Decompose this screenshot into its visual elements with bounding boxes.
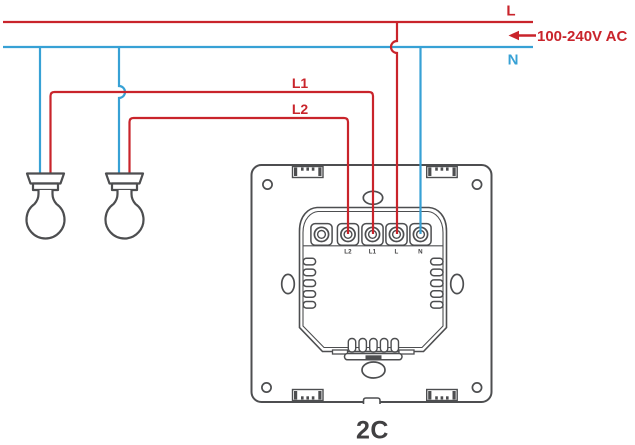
comb-slot xyxy=(390,337,400,353)
switch-module-body xyxy=(298,206,448,353)
device-caption: 2C xyxy=(356,417,389,445)
terminal-label-l1: L1 xyxy=(369,249,377,256)
vent-slot xyxy=(429,289,444,299)
screw-hole-bottom-left xyxy=(261,382,272,393)
l2-wire xyxy=(128,116,350,234)
terminal-strip xyxy=(310,222,432,246)
vents-right xyxy=(429,257,444,309)
vent-slot xyxy=(302,257,317,266)
screw-holes xyxy=(261,179,483,393)
clip-end-bar xyxy=(294,167,298,176)
vent-slot xyxy=(302,300,317,309)
vent-slot xyxy=(429,257,444,266)
bottom-bar-latch xyxy=(365,355,382,360)
bottom-wing-left xyxy=(331,349,349,355)
module-bottom-details xyxy=(331,337,415,379)
screw-hole-bottom-right xyxy=(471,382,483,393)
smart-switch-device xyxy=(250,164,493,404)
light-bulb-1 xyxy=(25,172,66,240)
voltage-arrow-icon xyxy=(508,30,536,41)
l1-wire-label: L1 xyxy=(292,75,309,91)
bulb-socket-cap xyxy=(104,172,145,185)
arrow-head xyxy=(508,30,519,41)
neutral-line-label: N xyxy=(508,52,519,69)
screw-hole-top-right xyxy=(471,179,483,190)
live-line-label: L xyxy=(506,3,515,20)
mounting-clip-bottom-right xyxy=(426,388,458,402)
vent-slot xyxy=(302,289,317,299)
comb-slot xyxy=(369,337,378,353)
terminal-label-l: L xyxy=(395,249,399,256)
switch-module-inner-line xyxy=(302,210,444,349)
mounting-clip-top-right xyxy=(426,165,458,179)
mounting-clip-body xyxy=(291,165,324,179)
l2-wire-label: L2 xyxy=(292,101,309,117)
plate-bottom-notch xyxy=(362,397,381,404)
vent-slot xyxy=(429,279,444,288)
comb-slot xyxy=(347,337,357,353)
vent-slot xyxy=(429,268,444,277)
terminal-port xyxy=(313,226,330,243)
bulb-glass xyxy=(104,190,145,240)
neutral-wire-bulb2-with-hop xyxy=(117,47,127,175)
vents-left xyxy=(302,257,317,309)
comb-slot xyxy=(358,337,368,353)
vent-slot xyxy=(302,279,317,288)
terminal-labels: L2 L1 L N xyxy=(344,249,423,256)
clip-tooth xyxy=(301,167,304,171)
terminal-label-l2: L2 xyxy=(344,249,352,256)
bulb-socket-cap xyxy=(25,172,66,185)
live-drop-to-switch-with-hop xyxy=(389,22,399,234)
plate-oval-bottom xyxy=(361,361,386,379)
wiring xyxy=(3,20,533,234)
mounting-clip-bottom-left xyxy=(291,388,324,402)
vent-slot xyxy=(302,268,317,277)
clip-tooth xyxy=(311,167,315,171)
plate-oval-left xyxy=(280,273,296,295)
bulb-socket-band xyxy=(110,182,139,192)
vent-slot xyxy=(429,300,444,309)
plate-oval-right xyxy=(449,273,465,295)
bottom-wing-right xyxy=(398,349,415,355)
bulb-glass xyxy=(25,190,66,240)
terminal-label-n: N xyxy=(418,249,423,256)
voltage-label: 100-240V AC xyxy=(537,28,627,45)
terminal-blank xyxy=(310,222,333,246)
clip-tooth xyxy=(306,167,309,171)
screw-hole-top-left xyxy=(262,179,273,190)
l1-wire xyxy=(49,90,375,234)
bulb-socket-band xyxy=(31,182,60,192)
comb-slot xyxy=(379,337,389,353)
light-bulb-2 xyxy=(104,172,145,240)
clip-end-bar xyxy=(318,167,322,176)
mounting-clip xyxy=(291,165,324,179)
terminal-screw xyxy=(316,229,327,240)
